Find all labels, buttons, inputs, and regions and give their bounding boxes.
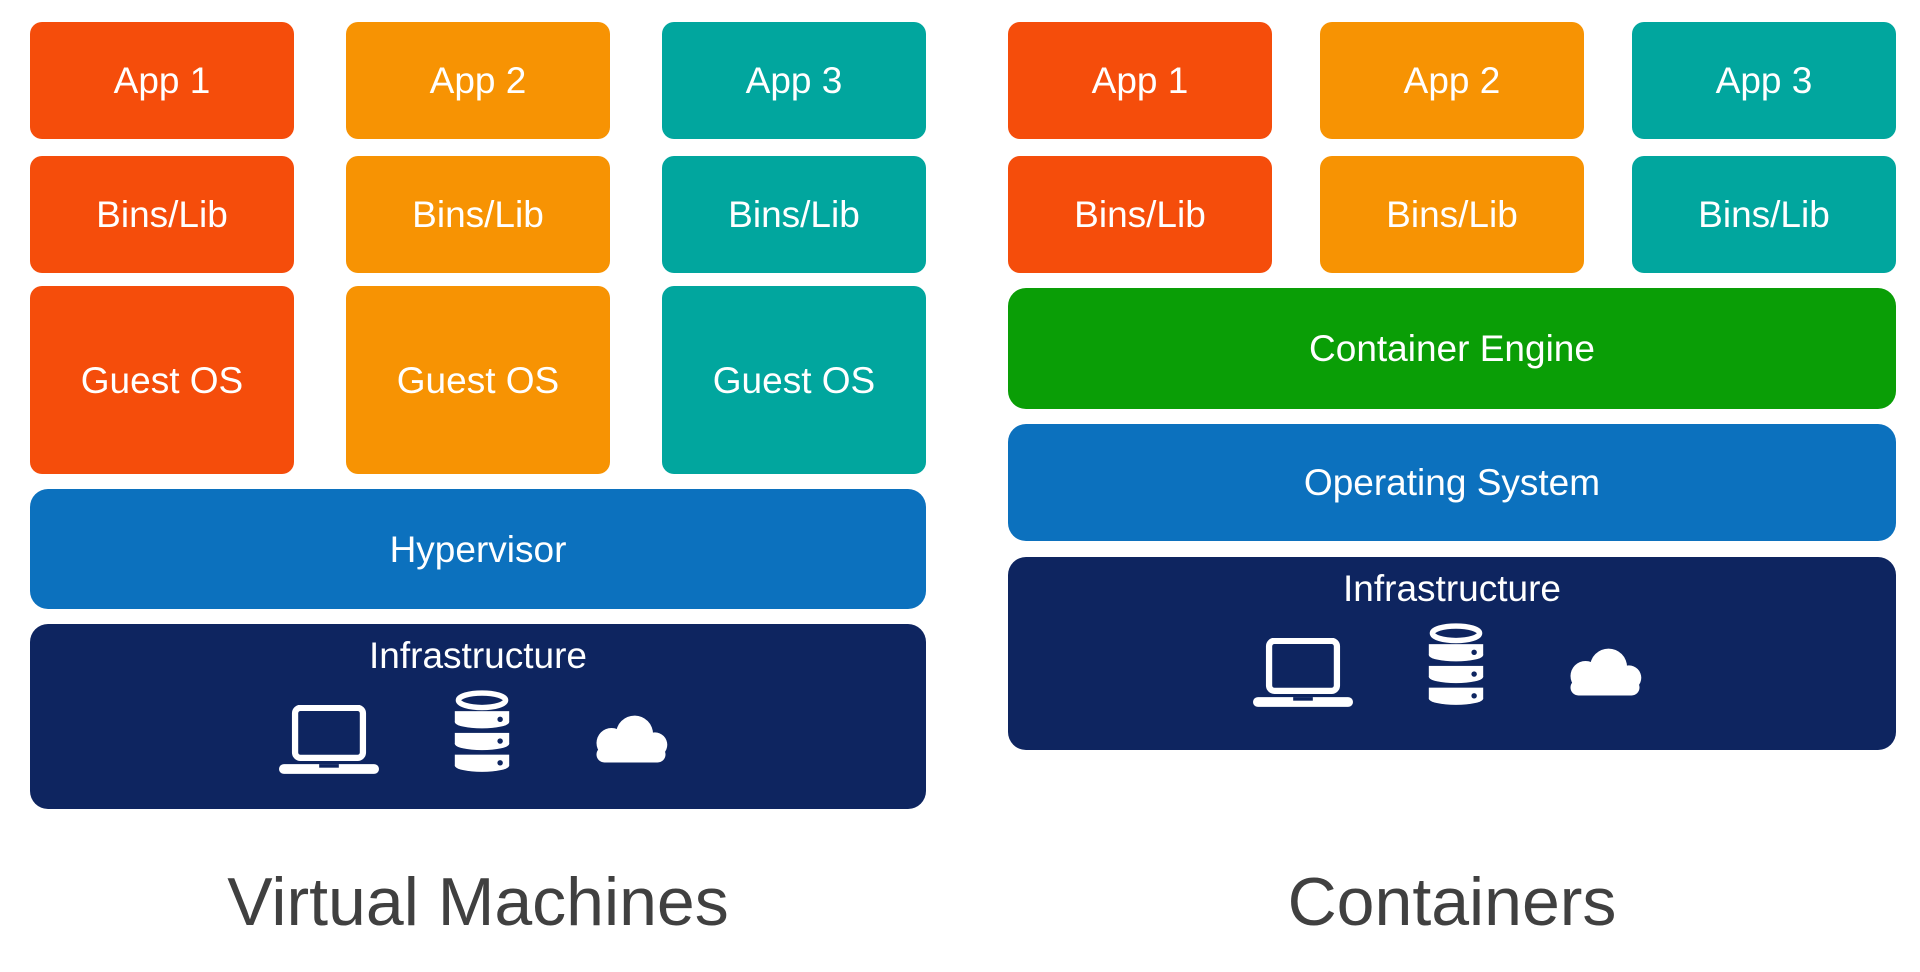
ct-app2-box: App 2: [1320, 22, 1584, 139]
laptop-icon: [279, 705, 379, 775]
ct-app3-box: App 3: [1632, 22, 1896, 139]
ct-bins3-box: Bins/Lib: [1632, 156, 1896, 273]
database-icon: [1428, 623, 1484, 706]
laptop-icon: [1253, 638, 1353, 708]
ct-bins2-box: Bins/Lib: [1320, 156, 1584, 273]
vm-guestos3-box: Guest OS: [662, 286, 926, 474]
vm-guestos2-box: Guest OS: [346, 286, 610, 474]
ct-app1-box: App 1: [1008, 22, 1272, 139]
vm-bins2-box: Bins/Lib: [346, 156, 610, 273]
cloud-icon: [596, 716, 668, 763]
vm-bins1-box: Bins/Lib: [30, 156, 294, 273]
vm-infrastructure-icons: [279, 690, 677, 775]
container-engine-bar: Container Engine: [1008, 288, 1896, 409]
vm-panel: App 1 App 2 App 3 Bins/Lib Bins/Lib Bins…: [30, 0, 926, 972]
ct-bins1-box: Bins/Lib: [1008, 156, 1272, 273]
hypervisor-bar: Hypervisor: [30, 489, 926, 609]
database-icon: [454, 690, 510, 773]
containers-title: Containers: [1287, 864, 1617, 940]
vm-infrastructure-label: Infrastructure: [369, 635, 587, 676]
vm-app2-box: App 2: [346, 22, 610, 139]
cloud-icon: [1570, 649, 1642, 696]
vm-infrastructure-bar: Infrastructure: [30, 624, 926, 809]
vm-bins3-box: Bins/Lib: [662, 156, 926, 273]
ct-infrastructure-label: Infrastructure: [1343, 568, 1561, 609]
vm-app3-box: App 3: [662, 22, 926, 139]
vm-app1-box: App 1: [30, 22, 294, 139]
vm-guestos1-box: Guest OS: [30, 286, 294, 474]
containers-panel: App 1 App 2 App 3 Bins/Lib Bins/Lib Bins…: [1008, 0, 1896, 972]
ct-infrastructure-icons: [1253, 623, 1651, 708]
operating-system-bar: Operating System: [1008, 424, 1896, 541]
vm-title: Virtual Machines: [227, 864, 729, 940]
ct-infrastructure-bar: Infrastructure: [1008, 557, 1896, 750]
